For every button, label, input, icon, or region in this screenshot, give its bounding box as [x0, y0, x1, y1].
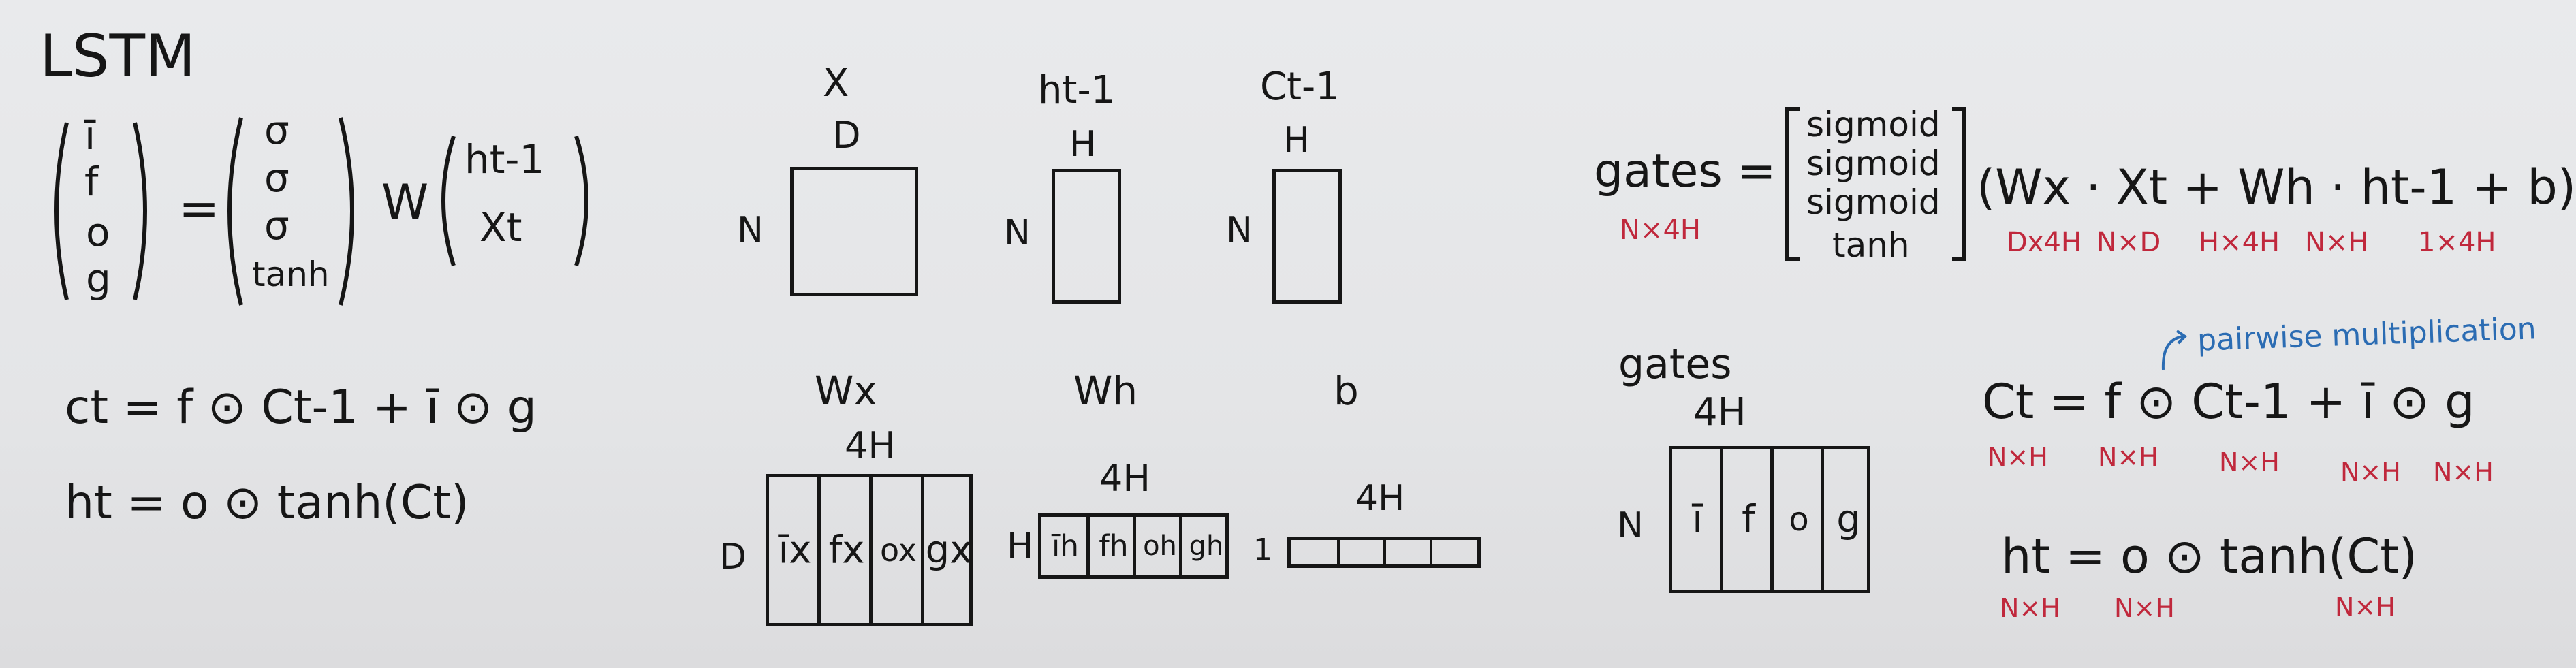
gates-act-sigmoid-1: sigmoid: [1806, 105, 1941, 144]
gates-act-sigmoid-2: sigmoid: [1806, 144, 1941, 183]
act-tanh: tanh: [252, 255, 330, 294]
dim-xt: N×D: [2096, 227, 2161, 258]
wx-cell-o: ox: [869, 477, 921, 623]
wx-cell-g: gx: [921, 477, 973, 623]
act-sigma-1: σ: [264, 107, 289, 153]
dim-ht-1: N×H: [2305, 227, 2369, 258]
b-row-dim: 1: [1253, 532, 1272, 567]
b-vector: [1287, 537, 1481, 568]
lhs-left-paren: [54, 122, 69, 300]
wh-matrix: īh fh oh gh: [1038, 513, 1229, 579]
rhs-ht-1: ht-1: [465, 136, 545, 182]
gates-act-tanh: tanh: [1832, 225, 1910, 265]
rhs-right-paren: [574, 136, 588, 266]
ct-dim-1: N×H: [1988, 442, 2048, 472]
ht-dim-3: N×H: [2335, 592, 2396, 622]
act-sigma-3: σ: [264, 202, 289, 249]
wx-col-dim: 4H: [845, 424, 896, 467]
ct-1-matrix: [1272, 169, 1342, 304]
x-col-dim: D: [832, 114, 861, 157]
ht-dim-1: N×H: [2000, 593, 2060, 623]
ct-1-row-dim: N: [1226, 210, 1253, 251]
x-row-dim: N: [737, 210, 764, 251]
act-sigma-2: σ: [264, 155, 289, 201]
gates-act-sigmoid-3: sigmoid: [1806, 182, 1941, 222]
ct-dim-2: N×H: [2098, 442, 2158, 472]
gates-cell-g: g: [1821, 449, 1871, 590]
title: LSTM: [40, 22, 196, 91]
ht-equation-right: ht = o ⊙ tanh(Ct): [2001, 528, 2417, 584]
cell-state-equation: ct = f ⊙ Ct-1 + ī ⊙ g: [65, 381, 537, 434]
ct-1-label: Ct-1: [1260, 65, 1340, 109]
pairwise-annotation: pairwise multiplication: [2197, 311, 2537, 358]
wh-row-dim: H: [1007, 526, 1034, 567]
wh-cell-f: fh: [1086, 517, 1134, 575]
lhs-o: o: [86, 209, 110, 255]
lhs-right-paren: [133, 122, 147, 300]
ht-dim-2: N×H: [2114, 593, 2175, 623]
dim-wx: Dx4H: [2007, 227, 2082, 258]
wx-cell-f: fx: [817, 477, 869, 623]
lhs-f: f: [84, 159, 99, 205]
wx-cell-i: īx: [778, 528, 812, 573]
b-label: b: [1334, 368, 1359, 414]
acts-right-paren: [339, 117, 354, 306]
rhs-left-paren: [441, 136, 456, 266]
dim-wh: H×4H: [2199, 227, 2280, 258]
wh-col-dim: 4H: [1099, 457, 1150, 500]
lhs-g: g: [86, 255, 111, 302]
wx-matrix: īx fx ox gx: [766, 474, 973, 626]
ht-1-matrix: [1052, 169, 1121, 304]
x-label: X: [823, 61, 849, 106]
gates-box-col-dim: 4H: [1693, 390, 1746, 434]
wh-cell-o: oh: [1133, 517, 1180, 575]
b-col-dim: 4H: [1355, 478, 1405, 519]
acts-left-paren: [227, 117, 243, 306]
b-cell-1: [1337, 540, 1383, 564]
ct-dim-5: N×H: [2433, 457, 2494, 487]
wh-cell-i: īh: [1051, 528, 1080, 564]
gates-right-bracket: [1952, 107, 1966, 261]
wh-cell-g: gh: [1179, 517, 1227, 575]
ct-1-col-dim: H: [1283, 120, 1310, 161]
ht-1-col-dim: H: [1069, 124, 1097, 165]
gates-eq-rhs: (Wx · Xt + Wh · ht-1 + b): [1977, 159, 2576, 215]
wx-row-dim: D: [719, 537, 747, 577]
ct-dim-3: N×H: [2219, 447, 2280, 477]
wx-label: Wx: [815, 368, 877, 414]
b-cell-2: [1383, 540, 1430, 564]
gates-matrix: ī f o g: [1669, 446, 1870, 593]
ct-dim-4: N×H: [2340, 457, 2401, 487]
gates-eq-lhs: gates =: [1594, 144, 1776, 198]
ct-equation-right: Ct = f ⊙ Ct-1 + ī ⊙ g: [1982, 374, 2475, 430]
gates-left-bracket: [1785, 107, 1800, 261]
annotation-arrow-icon: [2161, 330, 2188, 370]
rhs-xt: Xt: [480, 204, 522, 251]
dim-b: 1×4H: [2418, 227, 2496, 258]
gates-cell-o: o: [1770, 449, 1821, 590]
eq1-w: W: [381, 174, 429, 230]
lhs-i: ī: [84, 112, 96, 159]
ht-1-label: ht-1: [1038, 68, 1116, 112]
gates-box-row-dim: N: [1617, 505, 1644, 546]
hidden-state-equation: ht = o ⊙ tanh(Ct): [65, 476, 469, 530]
gates-cell-i: ī: [1692, 497, 1703, 542]
b-cell-3: [1430, 540, 1476, 564]
ht-1-row-dim: N: [1004, 212, 1031, 253]
wh-label: Wh: [1073, 368, 1138, 414]
eq1-equals: =: [178, 180, 220, 237]
gates-box-label: gates: [1618, 340, 1732, 388]
gates-eq-lhs-dim: N×4H: [1620, 214, 1701, 246]
gates-cell-f: f: [1720, 449, 1770, 590]
x-matrix: [790, 167, 918, 296]
